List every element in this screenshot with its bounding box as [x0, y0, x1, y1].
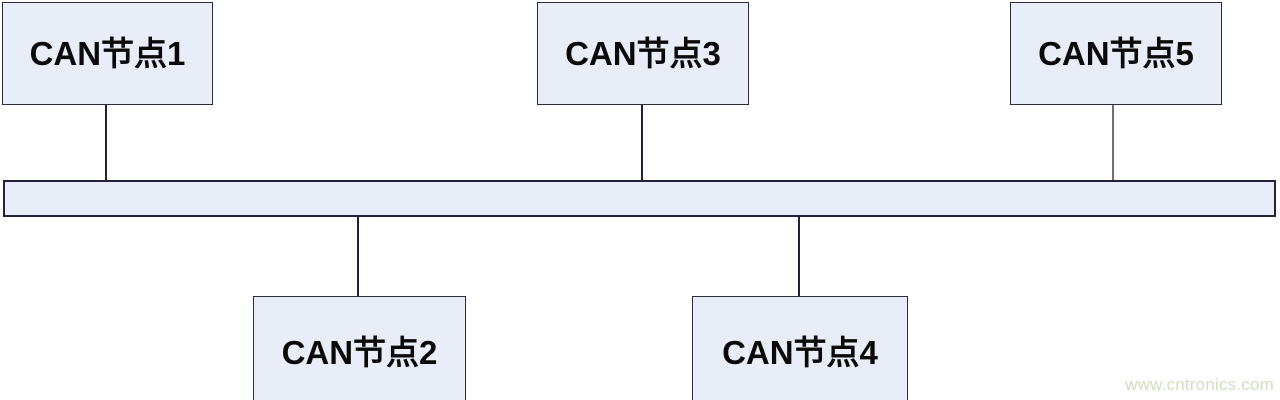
can-node-2-label: CAN节点2: [281, 333, 438, 371]
can-bus-bar[interactable]: [3, 180, 1276, 217]
can-node-1-label: CAN节点1: [29, 35, 186, 72]
can-node-3-label: CAN节点3: [565, 35, 721, 72]
can-node-5[interactable]: CAN节点5: [1010, 2, 1222, 105]
can-node-3[interactable]: CAN节点3: [537, 2, 749, 105]
connector-bus-to-node2: [357, 216, 359, 297]
connector-bus-to-node4: [798, 216, 800, 297]
connector-node5-to-bus: [1112, 105, 1114, 181]
can-node-5-label: CAN节点5: [1038, 35, 1194, 72]
connector-node3-to-bus: [641, 105, 643, 181]
can-node-1[interactable]: CAN节点1: [2, 2, 213, 105]
can-node-4-label: CAN节点4: [722, 333, 878, 371]
site-watermark: www.cntronics.com: [1125, 375, 1274, 394]
can-node-2[interactable]: CAN节点2: [253, 296, 466, 400]
connector-node1-to-bus: [105, 105, 107, 181]
can-node-4[interactable]: CAN节点4: [692, 296, 908, 400]
